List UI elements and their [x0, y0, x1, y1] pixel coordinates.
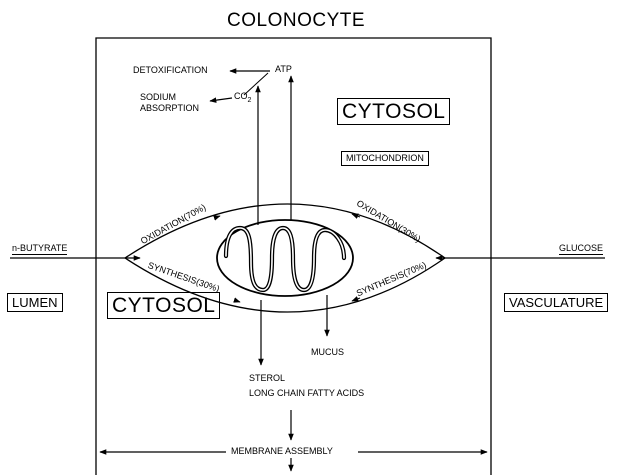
co2-subscript: 2	[248, 97, 252, 104]
membrane-assembly-label: MEMBRANE ASSEMBLY	[231, 447, 333, 456]
co2-to-sodium-arrow	[210, 98, 232, 101]
glucose-label: GLUCOSE	[559, 244, 603, 255]
long-chain-fatty-acids-label: LONG CHAIN FATTY ACIDS	[249, 389, 364, 398]
n-butyrate-label: n-BUTYRATE	[12, 244, 67, 255]
diagram-title: COLONOCYTE	[227, 11, 365, 30]
sodium-label: SODIUM	[140, 93, 176, 102]
lumen-label: LUMEN	[7, 293, 63, 312]
sterol-label: STEROL	[249, 374, 285, 383]
vasculature-label: VASCULATURE	[504, 293, 608, 312]
mucus-label: MUCUS	[311, 348, 344, 357]
mitochondrion-label: MITOCHONDRION	[341, 151, 429, 166]
co2-label: CO2	[234, 92, 251, 104]
mitochondrion-cristae-inner	[226, 228, 344, 290]
mitochondrion-cristae	[226, 228, 344, 290]
atp-label: ATP	[275, 65, 292, 74]
cytosol-top-label: CYTOSOL	[337, 98, 450, 125]
cytosol-bottom-label: CYTOSOL	[107, 292, 220, 319]
detoxification-label: DETOXIFICATION	[133, 66, 208, 75]
absorption-label: ABSORPTION	[140, 104, 199, 113]
synthesis-left-arrowhead	[234, 300, 240, 302]
oxidation-left-arrowhead	[214, 216, 220, 218]
co2-text: CO	[234, 91, 248, 101]
